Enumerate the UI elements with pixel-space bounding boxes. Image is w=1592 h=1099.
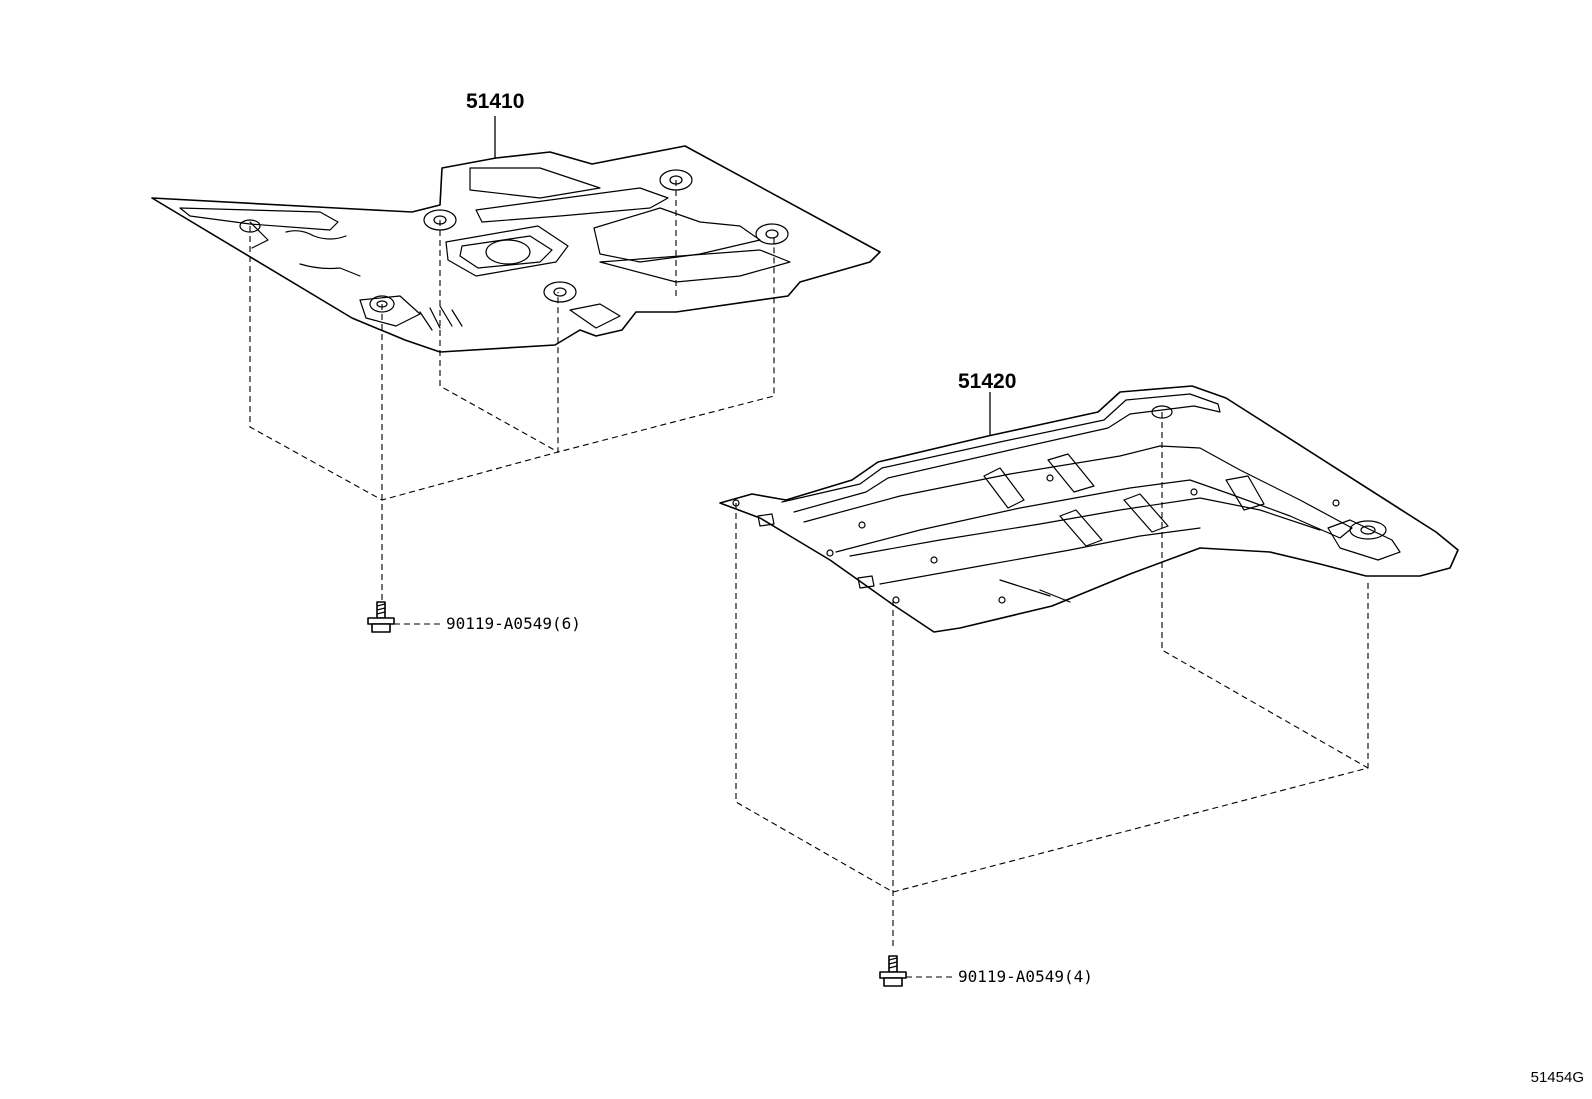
fastener-ref-front[interactable]: 90119-A0549(6): [446, 614, 581, 633]
catalog-code: 51454G: [1531, 1069, 1584, 1086]
assembly-guide-51410: [249, 180, 775, 600]
under-cover-51420[interactable]: [719, 385, 1459, 633]
fastener-ref-rear[interactable]: 90119-A0549(4): [958, 967, 1093, 986]
bolt-icon[interactable]: [879, 955, 907, 987]
engine-under-cover-51410[interactable]: [151, 145, 881, 353]
part-callout-51420[interactable]: 51420: [958, 370, 1016, 393]
assembly-guide-51420: [735, 412, 1369, 950]
bolt-icon[interactable]: [367, 601, 395, 633]
part-callout-51410[interactable]: 51410: [466, 90, 524, 113]
